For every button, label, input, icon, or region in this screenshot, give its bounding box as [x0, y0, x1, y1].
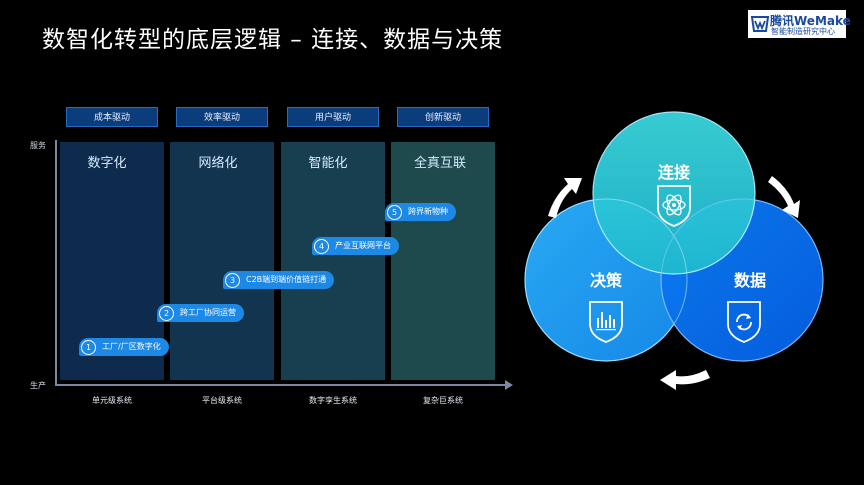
- stage-column-intelligence: [281, 142, 385, 380]
- venn-circle-connection: [592, 111, 756, 275]
- page-title: 数智化转型的底层逻辑 – 连接、数据与决策: [42, 27, 504, 53]
- venn-diagram: 连接 决策 数据: [524, 111, 824, 390]
- driver-tag-user: 用户驱动: [287, 107, 379, 127]
- system-level-label: 复杂巨系统: [423, 396, 463, 405]
- step-badge: 5 跨界新物种: [385, 203, 456, 221]
- venn-label-data: 数据: [734, 271, 766, 290]
- step-badge: 3 C2B端到端价值链打通: [223, 271, 335, 289]
- system-level-label: 平台级系统: [202, 396, 242, 405]
- step-badge: 4 产业互联网平台: [312, 237, 399, 255]
- y-axis-top-label: 服务: [30, 141, 46, 150]
- x-axis-arrow: [505, 380, 513, 390]
- step-number: 5: [387, 205, 402, 220]
- driver-tag-innovation: 创新驱动: [397, 107, 489, 127]
- tencent-wemake-logo-icon: [750, 16, 770, 32]
- refresh-shield-icon: [727, 301, 761, 343]
- logo-name: 腾讯WeMake: [770, 14, 851, 28]
- cycle-arrow-icon: [768, 176, 800, 218]
- system-level-label: 单元级系统: [92, 396, 132, 405]
- step-label: 跨工厂协同运营: [180, 308, 236, 317]
- stage-column-networking: [170, 142, 274, 380]
- venn-label-decision: 决策: [590, 271, 623, 290]
- cycle-arrow-icon: [548, 178, 582, 218]
- step-badge: 2 跨工厂协同运营: [157, 304, 244, 322]
- stage-title: 智能化: [308, 156, 348, 171]
- atom-shield-icon: [657, 185, 691, 227]
- y-axis-bottom-label: 生产: [30, 381, 46, 390]
- stage-title: 网络化: [198, 156, 238, 171]
- step-number: 4: [314, 239, 329, 254]
- step-label: C2B端到端价值链打通: [246, 275, 327, 284]
- driver-tag-cost: 成本驱动: [66, 107, 158, 127]
- step-number: 1: [81, 340, 96, 355]
- step-label: 工厂/厂区数字化: [102, 342, 161, 351]
- stage-title: 数字化: [87, 156, 127, 171]
- step-label: 产业互联网平台: [335, 241, 391, 250]
- y-axis: [55, 140, 57, 385]
- step-number: 3: [225, 273, 240, 288]
- step-badge: 1 工厂/厂区数字化: [79, 338, 169, 356]
- logo-subtitle: 智能制造研究中心: [771, 27, 835, 36]
- driver-tag-efficiency: 效率驱动: [176, 107, 268, 127]
- venn-label-connection: 连接: [658, 163, 690, 182]
- step-label: 跨界新物种: [408, 207, 448, 216]
- step-number: 2: [159, 306, 174, 321]
- chart-shield-icon: [589, 301, 623, 343]
- system-level-label: 数字孪生系统: [309, 396, 357, 405]
- x-axis: [55, 384, 507, 386]
- brand-logo: 腾讯WeMake 智能制造研究中心: [748, 10, 851, 38]
- stage-title: 全真互联: [413, 156, 466, 171]
- stage-column-full-interconnect: [391, 142, 495, 380]
- cycle-arrow-icon: [660, 370, 710, 390]
